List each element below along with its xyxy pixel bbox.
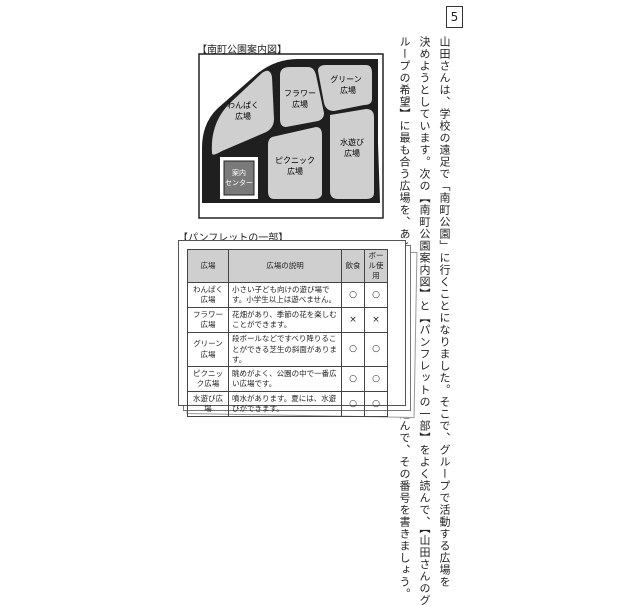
header-food: 飲食 xyxy=(341,248,365,284)
map-label-wanpaku-2: 広場 xyxy=(235,111,251,121)
map-area-green xyxy=(318,65,372,111)
table-header-row: 広場 広場の説明 飲食 ボール使用 xyxy=(187,248,388,284)
row-food: ○ xyxy=(341,390,365,417)
row-name: 水遊び広場 xyxy=(187,390,229,417)
map-label-picnic-2: 広場 xyxy=(287,166,303,176)
map-label-center-2: センター xyxy=(225,178,253,187)
map-label-flower-1: フラワー xyxy=(284,89,316,98)
question-number: 5 xyxy=(446,6,463,28)
row-food: × xyxy=(341,307,365,334)
row-food: ○ xyxy=(341,282,365,309)
header-name: 広場 xyxy=(187,248,229,284)
row-name: グリーン広場 xyxy=(187,332,229,367)
map-title: 【南町公園案内図】 xyxy=(197,45,287,56)
row-ball: × xyxy=(364,307,388,334)
table-row: わんぱく広場 小さい子ども向けの遊び場です。小学生以上は遊べません。 ○ ○ xyxy=(187,282,388,309)
map-label-flower-2: 広場 xyxy=(292,99,308,109)
header-ball: ボール使用 xyxy=(364,248,388,284)
row-ball: ○ xyxy=(364,332,388,367)
row-desc: 小さい子ども向けの遊び場です。小学生以上は遊べません。 xyxy=(228,282,342,309)
row-food: ○ xyxy=(341,332,365,367)
map-label-wanpaku-1: わんぱく xyxy=(227,101,259,110)
table-row: 水遊び広場 噴水があります。夏には、水遊びができます。 ○ ○ xyxy=(187,390,388,417)
map-label-green-1: グリーン xyxy=(330,74,362,84)
row-desc: 眺めがよく、公園の中で一番広い広場です。 xyxy=(228,365,342,392)
row-name: わんぱく広場 xyxy=(187,282,229,309)
row-desc: 段ボールなどですべり降りることができる芝生の斜面があります。 xyxy=(228,332,342,367)
row-desc: 噴水があります。夏には、水遊びができます。 xyxy=(228,390,342,417)
map-area-picnic xyxy=(268,127,322,199)
question-line-1: 山田さんは、学校の遠足で「南町公園」に行くことになりました。そこで、グループで活… xyxy=(438,36,451,588)
park-map: わんぱく 広場 フラワー 広場 グリーン 広場 水遊び 広場 ピクニック 広場 … xyxy=(198,53,384,223)
table-row: グリーン広場 段ボールなどですべり降りることができる芝生の斜面があります。 ○ … xyxy=(187,332,388,367)
map-label-green-2: 広場 xyxy=(340,85,356,95)
table-row: フラワー広場 花畑があり、季節の花を楽しむことができます。 × × xyxy=(187,307,388,334)
row-desc: 花畑があり、季節の花を楽しむことができます。 xyxy=(228,307,342,334)
pamphlet-table: 広場 広場の説明 飲食 ボール使用 わんぱく広場 小さい子ども向けの遊び場です。… xyxy=(187,248,388,417)
row-name: ピクニック広場 xyxy=(187,365,229,392)
pamphlet-sheet: 広場 広場の説明 飲食 ボール使用 わんぱく広場 小さい子ども向けの遊び場です。… xyxy=(178,240,406,417)
row-ball: ○ xyxy=(364,365,388,392)
map-label-water-2: 広場 xyxy=(344,148,360,158)
row-ball: ○ xyxy=(364,390,388,417)
map-area-wanpaku xyxy=(211,70,274,155)
row-food: ○ xyxy=(341,365,365,392)
table-row: ピクニック広場 眺めがよく、公園の中で一番広い広場です。 ○ ○ xyxy=(187,365,388,392)
row-ball: ○ xyxy=(364,282,388,309)
map-area-water xyxy=(330,109,374,199)
pamphlet-title: 【パンフレットの一部】 xyxy=(178,233,289,244)
header-desc: 広場の説明 xyxy=(228,248,342,284)
question-line-2: 決めようとしています。次の【南町公園案内図】と【パンフレットの一部】をよく読んで… xyxy=(418,36,431,607)
map-info-center xyxy=(223,160,255,196)
map-label-water-1: 水遊び xyxy=(340,137,364,147)
row-name: フラワー広場 xyxy=(187,307,229,334)
map-label-center-1: 案内 xyxy=(232,168,246,177)
map-label-picnic-1: ピクニック xyxy=(275,156,315,165)
map-area-flower xyxy=(280,67,324,127)
